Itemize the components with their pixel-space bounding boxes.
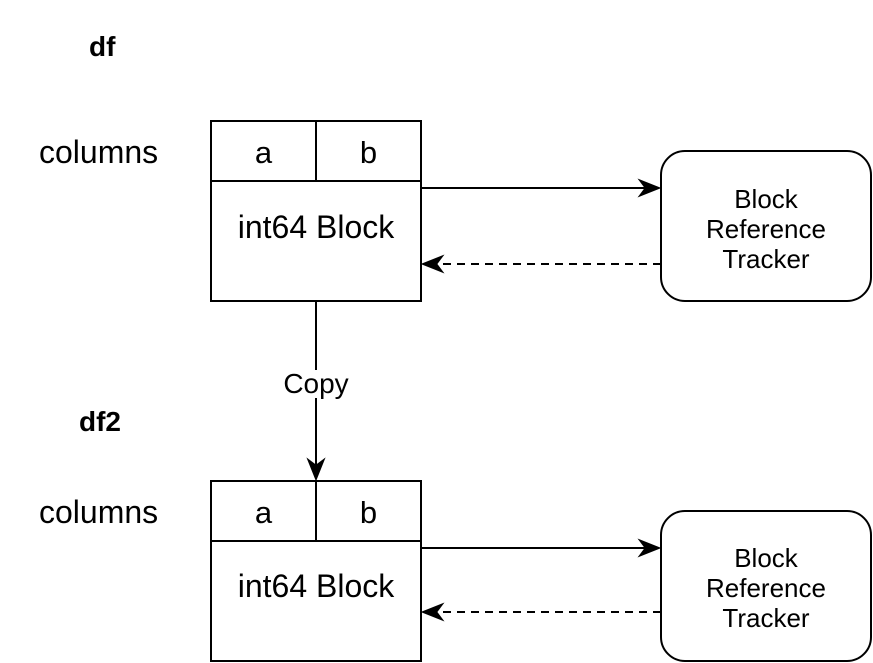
df2-column-b: b xyxy=(359,495,378,530)
df2-int64-block xyxy=(210,540,422,662)
df-columns-label: columns xyxy=(39,134,159,170)
df-tracker-line-2: Reference xyxy=(706,214,826,244)
df-block-label: int64 Block xyxy=(237,209,395,245)
df2-tracker-line-2: Reference xyxy=(706,573,826,603)
df-int64-block xyxy=(210,180,422,302)
df2-columns-label: columns xyxy=(39,494,159,530)
df2-block-label: int64 Block xyxy=(237,568,395,604)
copy-label: Copy xyxy=(274,370,358,398)
df-tracker-label: Block Reference Tracker xyxy=(661,184,871,274)
df2-tracker-label: Block Reference Tracker xyxy=(661,543,871,633)
df-block-reference-tracker xyxy=(660,150,872,302)
df2-tracker-line-3: Tracker xyxy=(722,603,810,633)
df2-title: df2 xyxy=(79,406,121,437)
df-column-b: b xyxy=(359,135,378,170)
df-column-a: a xyxy=(254,135,273,170)
df-block-group xyxy=(210,120,422,302)
df-tracker-line-3: Tracker xyxy=(722,244,810,274)
df2-block-reference-tracker xyxy=(660,510,872,662)
df2-tracker-line-1: Block xyxy=(734,543,798,573)
df-title: df xyxy=(89,31,116,62)
df2-column-a: a xyxy=(254,495,273,530)
df2-block-group xyxy=(210,480,422,662)
df-tracker-line-1: Block xyxy=(734,184,798,214)
